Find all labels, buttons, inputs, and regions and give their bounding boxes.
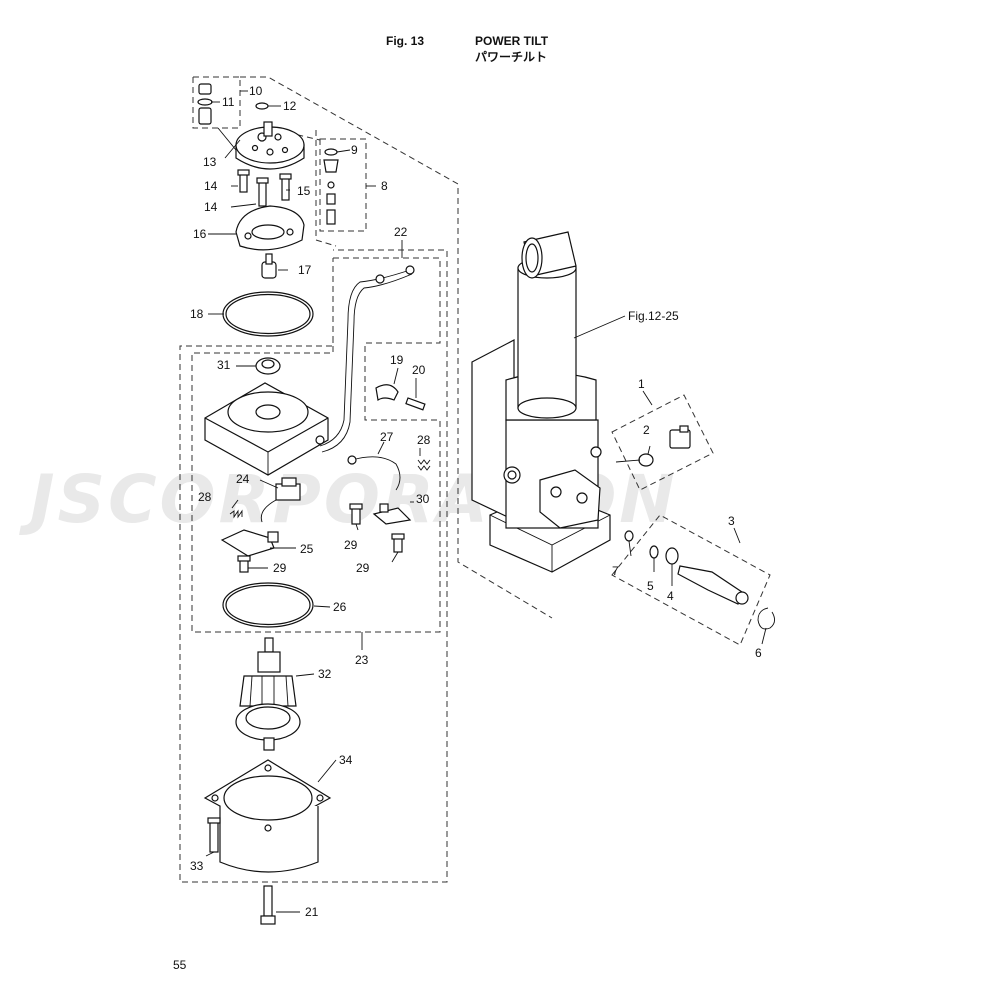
part-22-cable [319,265,415,453]
part-29-screw-b [349,503,363,525]
part-17-coupling [261,253,277,279]
part-15-bolt [279,173,292,201]
callout-5: 5 [647,579,654,593]
callout-17: 17 [298,263,312,277]
callout-7: 7 [612,564,619,578]
callout-22: 22 [394,225,408,239]
callout-29-middle: 29 [344,538,358,552]
callout-23: 23 [355,653,369,667]
callout-1: 1 [638,377,645,391]
part-31-bearing [255,357,281,375]
assembly-connector-line [240,76,553,619]
callout-12: 12 [283,99,297,113]
part-13-pump-body [235,121,305,170]
part-27-lead-wire [347,455,401,491]
part-4-o-ring [665,547,679,565]
tilt-cylinder-unit [471,231,611,573]
part-28-spring-right [417,459,431,471]
part-11-valve-parts [197,83,213,125]
callout-16: 16 [193,227,207,241]
motor-end-cover [204,382,329,476]
callout-15: 15 [297,184,311,198]
part-18-o-ring [222,291,314,337]
callout-26: 26 [333,600,347,614]
part-3-manual-valve [677,565,749,605]
group-1-outline [611,394,714,491]
callout-21: 21 [305,905,319,919]
part-12-o-ring [255,102,269,110]
part-29-screw-a [237,555,251,573]
part-6-circlip [757,607,775,630]
callout-28-left: 28 [198,490,212,504]
callout-2: 2 [643,423,650,437]
callout-34: 34 [339,753,353,767]
callout-20: 20 [412,363,426,377]
part-28-spring-left [229,509,243,519]
reference-fig-12-25: Fig.12-25 [628,309,679,323]
group-10-outline [192,76,241,129]
group-22-outline [191,257,441,633]
part-14-bolt [237,169,250,193]
callout-13: 13 [203,155,217,169]
callout-9: 9 [351,143,358,157]
part-21-bolt [260,885,276,925]
callout-29-left: 29 [273,561,287,575]
figure-title: POWER TILT [475,34,549,48]
part-24-brush-holder [260,477,301,523]
callout-4: 4 [667,589,674,603]
callout-10: 10 [249,84,263,98]
callout-18: 18 [190,307,204,321]
callout-32: 32 [318,667,332,681]
part-5-o-ring [649,545,659,559]
callout-6: 6 [755,646,762,660]
callout-11: 11 [222,95,235,109]
callout-27: 27 [380,430,394,444]
part-16-gear-housing [235,205,305,251]
callout-14-upper: 14 [204,179,218,193]
group-3-outline [611,514,771,646]
part-33-bolt [207,817,221,853]
callout-29-right: 29 [356,561,370,575]
callout-24: 24 [236,472,250,486]
figure-title-japanese: パワーチルト [475,50,548,64]
callout-19: 19 [390,353,404,367]
callout-3: 3 [728,514,735,528]
part-8-valve-assembly [323,148,339,225]
page-number: 55 [173,958,187,972]
callout-33: 33 [190,859,204,873]
part-29-screw-c [391,533,405,553]
figure-number: Fig. 13 [386,34,425,48]
group-8-outline [319,138,367,232]
callout-28-right: 28 [417,433,431,447]
callout-14-lower: 14 [204,200,218,214]
callout-31: 31 [217,358,231,372]
part-14-bolt-lower [256,177,269,207]
callout-8: 8 [381,179,388,193]
part-30-brush [372,503,412,525]
callout-25: 25 [300,542,314,556]
part-32-armature [235,637,301,751]
part-19-clamp [375,384,399,402]
part-25-brush-plate [220,529,279,557]
part-34-motor-yoke [203,759,332,873]
callout-30: 30 [416,492,430,506]
part-7-ring [624,530,634,542]
part-20-screw [405,397,426,411]
part-26-o-ring [222,582,314,628]
